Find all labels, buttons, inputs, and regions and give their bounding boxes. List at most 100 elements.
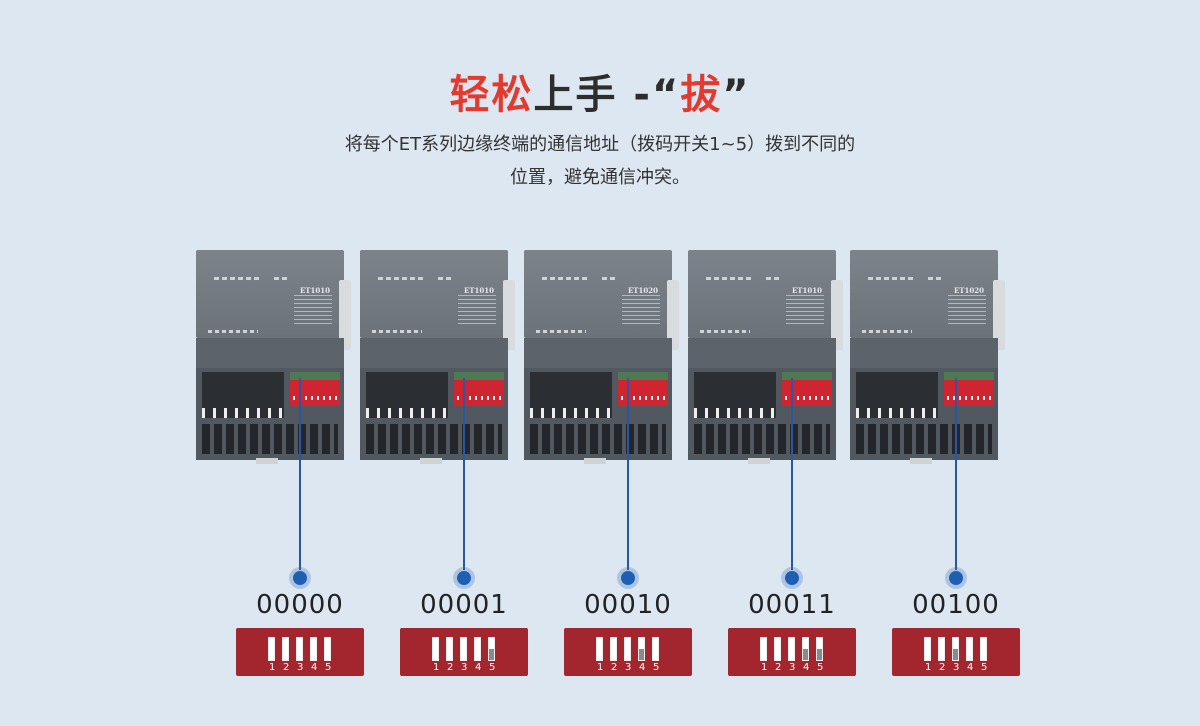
vent-slots [378, 277, 426, 280]
dip-switch-toggle[interactable] [760, 637, 767, 661]
connector-line [627, 378, 629, 570]
switch-number: 2 [775, 662, 782, 673]
connector-line [791, 378, 793, 570]
module-base [196, 368, 344, 460]
module-top-cover: ET1020 [524, 250, 672, 338]
dip-switch-toggle[interactable] [924, 637, 931, 661]
pcb-board [454, 372, 504, 381]
side-connector [831, 280, 843, 350]
switch-number: 2 [283, 662, 290, 673]
ventilation-grill [202, 424, 338, 454]
switch-number: 5 [817, 662, 824, 673]
module-top-cover: ET1010 [196, 250, 344, 338]
dip-switch-toggle[interactable] [624, 637, 631, 661]
switch-number: 4 [639, 662, 646, 673]
dip-switch[interactable] [944, 380, 994, 406]
dip-switch-toggle[interactable] [296, 637, 303, 661]
vent-slots [208, 330, 258, 333]
terminal-block [694, 372, 776, 408]
ventilation-grill [694, 424, 830, 454]
switch-number: 4 [803, 662, 810, 673]
dip-switch-toggle[interactable] [282, 637, 289, 661]
dip-switch-toggle[interactable] [324, 637, 331, 661]
dip-switch-toggle[interactable] [268, 637, 275, 661]
module-model-label: ET1020 [953, 286, 984, 295]
module-spec-print [458, 295, 496, 325]
et-module: ET1010 [360, 250, 515, 464]
connector-line [299, 378, 301, 570]
dip-switch-toggle[interactable] [788, 637, 795, 661]
dip-switch-toggle[interactable] [816, 637, 823, 661]
dip-switch-toggle[interactable] [474, 637, 481, 661]
dip-switch-toggle[interactable] [980, 637, 987, 661]
dip-switch-toggle[interactable] [446, 637, 453, 661]
module-cover-strip [360, 338, 508, 368]
switch-number: 5 [325, 662, 332, 673]
terminal-screws [530, 408, 612, 418]
connector-dot [293, 571, 307, 585]
dip-switch[interactable] [454, 380, 504, 406]
switch-number: 3 [297, 662, 304, 673]
dip-switch-toggle[interactable] [460, 637, 467, 661]
terminal-block [856, 372, 938, 408]
terminal-screws [202, 408, 284, 418]
dip-switch[interactable] [618, 380, 668, 406]
switch-number: 2 [447, 662, 454, 673]
switch-number: 1 [761, 662, 768, 673]
dip-switch-toggle[interactable] [652, 637, 659, 661]
address-code: 00001 [420, 590, 508, 620]
dip-switch-toggle[interactable] [432, 637, 439, 661]
dip-switch[interactable] [290, 380, 340, 406]
module-spec-print [294, 295, 332, 325]
dip-switch-toggle[interactable] [952, 637, 959, 661]
pcb-board [290, 372, 340, 381]
vent-slots [706, 277, 754, 280]
address-code: 00000 [256, 590, 344, 620]
dip-switch-toggle[interactable] [488, 637, 495, 661]
module-base [850, 368, 998, 460]
vent-slots [862, 330, 912, 333]
switch-number: 2 [939, 662, 946, 673]
switch-number: 1 [269, 662, 276, 673]
switch-number: 5 [653, 662, 660, 673]
side-connector [339, 280, 351, 350]
switch-number: 5 [489, 662, 496, 673]
switch-number: 1 [433, 662, 440, 673]
dip-switch-toggle[interactable] [596, 637, 603, 661]
address-code: 00010 [584, 590, 672, 620]
side-connector [503, 280, 515, 350]
et-module: ET1020 [524, 250, 679, 464]
et-module: ET1010 [196, 250, 351, 464]
title-red-1: 轻松 [449, 72, 534, 118]
side-connector [993, 280, 1005, 350]
dip-switch-toggle[interactable] [802, 637, 809, 661]
vent-slots [274, 277, 290, 280]
connector-dot [457, 571, 471, 585]
din-rail-clip [256, 458, 278, 464]
ventilation-grill [366, 424, 502, 454]
module-model-label: ET1010 [791, 286, 822, 295]
switch-number: 5 [981, 662, 988, 673]
module-base [688, 368, 836, 460]
dip-switch-toggle[interactable] [938, 637, 945, 661]
module-model-label: ET1020 [627, 286, 658, 295]
dip-switch-toggle[interactable] [310, 637, 317, 661]
title-dark: 上手 -“ [533, 72, 681, 118]
dip-switch-toggle[interactable] [966, 637, 973, 661]
dip-switch[interactable] [782, 380, 832, 406]
dip-switch-toggle[interactable] [610, 637, 617, 661]
dip-switch-toggle[interactable] [774, 637, 781, 661]
switch-number: 1 [925, 662, 932, 673]
module-cover-strip [688, 338, 836, 368]
module-cover-strip [524, 338, 672, 368]
et-module: ET1020 [850, 250, 1005, 464]
switch-number: 3 [789, 662, 796, 673]
dip-switch-toggle[interactable] [638, 637, 645, 661]
ventilation-grill [856, 424, 992, 454]
vent-slots [214, 277, 262, 280]
module-model-label: ET1010 [463, 286, 494, 295]
